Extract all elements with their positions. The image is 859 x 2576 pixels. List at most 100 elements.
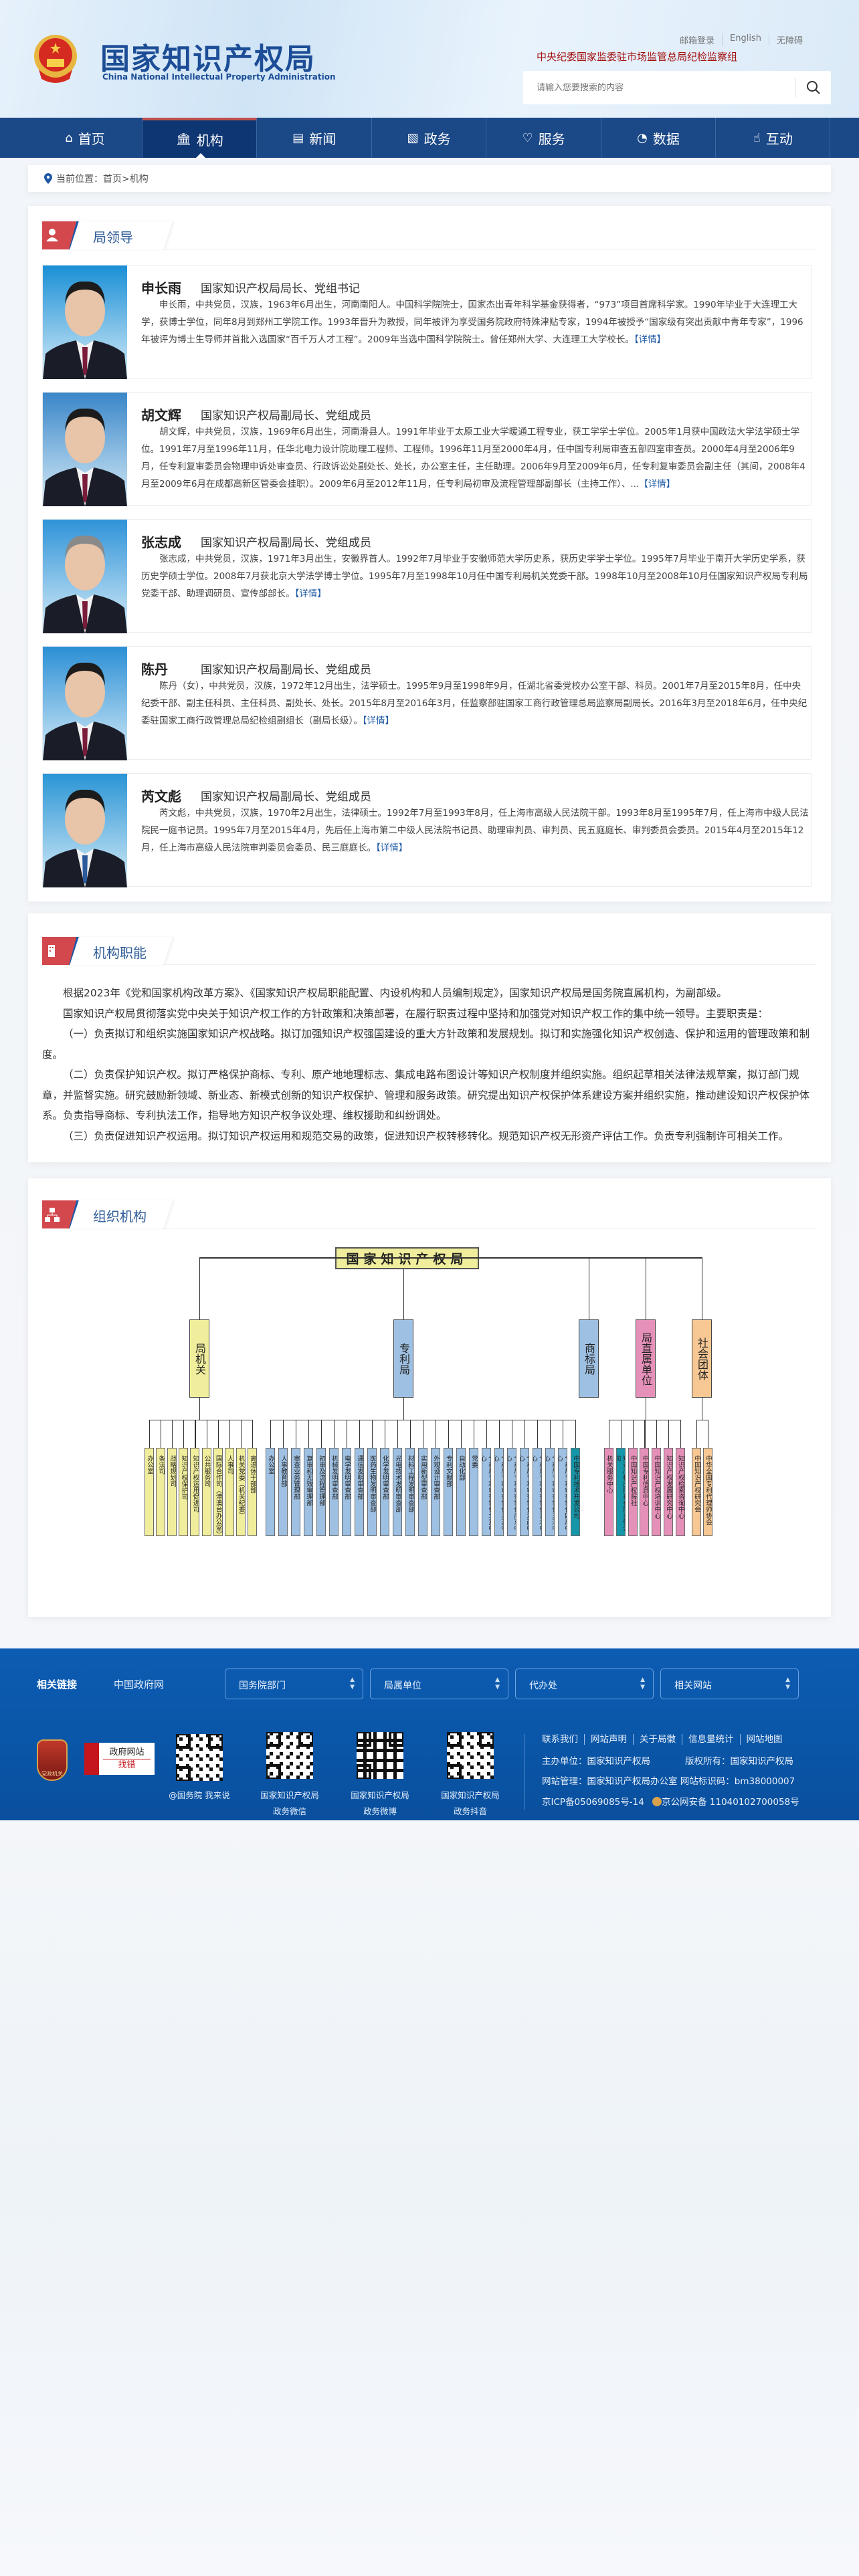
org-root-box[interactable]: 国家知识产权局 <box>335 1247 479 1269</box>
nav-item-1[interactable]: 🏛机构 <box>142 118 258 158</box>
footer-link[interactable]: 网站地图 <box>739 1734 789 1745</box>
footer-link[interactable]: 关于局徽 <box>633 1734 682 1745</box>
search-button[interactable] <box>795 78 831 98</box>
org-leaf-box[interactable]: 办公室 <box>266 1448 275 1536</box>
leader-photo[interactable] <box>43 393 127 506</box>
org-branch-box[interactable]: 专利局 <box>393 1319 413 1398</box>
party-gov-badge[interactable]: 党政机关 <box>37 1739 68 1781</box>
qr-code-icon[interactable] <box>175 1733 224 1782</box>
org-leaf-box[interactable]: 知识产权运用促进司 <box>190 1448 200 1536</box>
footer-select[interactable]: 代办处▲▼ <box>515 1669 654 1699</box>
org-leaf-box[interactable]: 审查业务管理部 <box>291 1448 300 1536</box>
org-leaf-box[interactable]: 专利局专利审查协作江苏中心 <box>494 1448 504 1536</box>
org-leaf-box[interactable]: 知识产权检索咨询中心 <box>675 1448 685 1536</box>
org-leaf-box[interactable]: 复审和无效审理部 <box>304 1448 313 1536</box>
org-leaf-box[interactable]: 通信发明审查部 <box>355 1448 364 1536</box>
org-leaf-box[interactable]: 专利局专利审查协作广东中心 <box>507 1448 516 1536</box>
org-leaf-box[interactable]: 机关服务中心 <box>604 1448 613 1536</box>
org-leaf-box[interactable]: 光电技术发明审查部 <box>393 1448 402 1536</box>
org-leaf-box[interactable]: 办公室 <box>145 1448 154 1536</box>
org-leaf-box[interactable]: 中国知识产权培训中心 <box>652 1448 662 1536</box>
org-leaf-box[interactable]: 机械发明审查部 <box>329 1448 339 1536</box>
org-leaf-box[interactable]: 人事教育部 <box>278 1448 288 1536</box>
org-leaf-box[interactable]: 初审及流程管理部 <box>316 1448 326 1536</box>
org-leaf-box[interactable]: 知识产权发展研究中心 <box>664 1448 673 1536</box>
org-leaf-box[interactable]: 专利局专利审查协作北京中心 <box>482 1448 491 1536</box>
org-leaf-box[interactable]: 中国专利技术开发公司 <box>571 1448 580 1536</box>
leader-name[interactable]: 申长雨 <box>141 280 181 296</box>
institution-icon: 🏛 <box>175 132 191 146</box>
leader-name[interactable]: 张志成 <box>141 534 181 550</box>
leader-photo[interactable] <box>43 647 127 760</box>
nav-item-4[interactable]: ♡服务 <box>487 118 601 158</box>
org-leaf-box[interactable]: 机关党委（机关纪委） <box>235 1448 246 1536</box>
org-leaf-box[interactable]: 知识产权出版社有限责任公司 <box>615 1448 626 1536</box>
leader-photo[interactable] <box>43 265 127 379</box>
org-leaf-box[interactable]: 中国专利信息中心 <box>640 1448 650 1536</box>
breadcrumb-path[interactable]: 首页>机构 <box>103 174 149 185</box>
english-link[interactable]: English <box>722 33 769 46</box>
details-link[interactable]: 【详情】 <box>362 716 394 726</box>
details-link[interactable]: 【详情】 <box>634 334 666 345</box>
org-leaf-box[interactable]: 条法司 <box>156 1448 166 1536</box>
nav-item-2[interactable]: ▤新闻 <box>258 118 372 158</box>
org-leaf-box[interactable]: 党委 <box>469 1448 478 1536</box>
nav-item-5[interactable]: ◔数据 <box>601 118 716 158</box>
org-leaf-box[interactable]: 自动化部 <box>456 1448 466 1536</box>
nav-item-3[interactable]: ▧政务 <box>372 118 487 158</box>
mail-login-link[interactable]: 邮箱登录 <box>680 36 715 46</box>
details-link[interactable]: 【详情】 <box>294 588 326 599</box>
org-leaf-box[interactable]: 专利局专利审查协作河南中心 <box>520 1448 529 1536</box>
gov-link[interactable]: 中国政府网 <box>114 1679 165 1691</box>
org-leaf-box[interactable]: 中国知识产权报社 <box>628 1448 638 1536</box>
leader-name[interactable]: 胡文辉 <box>141 407 181 423</box>
org-leaf-box[interactable]: 专利局专利审查协作湖北中心 <box>533 1448 542 1536</box>
discipline-inspection-link[interactable]: 中央纪委国家监委驻市场监管总局纪检监察组 <box>537 51 738 63</box>
leader-photo[interactable] <box>43 520 127 633</box>
gov-site-error-badge[interactable]: 政府网站找错 <box>84 1743 155 1775</box>
qr-code-icon[interactable] <box>446 1731 495 1780</box>
footer-link[interactable]: 网站声明 <box>584 1734 633 1745</box>
connector-line <box>632 1420 634 1448</box>
org-leaf-box[interactable]: 离退休干部部 <box>247 1448 257 1536</box>
footer-select[interactable]: 国务院部门▲▼ <box>225 1669 363 1699</box>
org-leaf-box[interactable]: 中国知识产权研究会 <box>692 1448 701 1536</box>
footer-link[interactable]: 联系我们 <box>542 1734 578 1745</box>
org-leaf-box[interactable]: 电学发明审查部 <box>342 1448 351 1536</box>
org-leaf-box[interactable]: 化学发明审查部 <box>380 1448 389 1536</box>
org-branch-box[interactable]: 社会团体 <box>692 1319 712 1398</box>
org-branch-box[interactable]: 局直属单位 <box>636 1319 656 1398</box>
site-title[interactable]: 国家知识产权局 <box>100 42 316 76</box>
org-branch-box[interactable]: 局机关 <box>189 1319 209 1398</box>
org-leaf-box[interactable]: 医药生物发明审查部 <box>367 1448 377 1536</box>
org-leaf-box[interactable]: 专利局专利审查协作四川中心 <box>558 1448 567 1536</box>
org-leaf-box[interactable]: 人事司 <box>224 1448 234 1536</box>
org-leaf-box[interactable]: 实用新型审查部 <box>418 1448 427 1536</box>
footer-link[interactable]: 信息量统计 <box>682 1734 740 1745</box>
org-leaf-box[interactable]: 专利局专利审查协作天津中心 <box>545 1448 555 1536</box>
police-record[interactable]: 京公网安备 11040102700058号 <box>662 1797 799 1808</box>
details-link[interactable]: 【详情】 <box>639 479 676 490</box>
accessibility-link[interactable]: 无障碍 <box>768 33 810 46</box>
org-leaf-box[interactable]: 公共服务司 <box>201 1448 211 1536</box>
nav-item-6[interactable]: ☝互动 <box>716 118 831 158</box>
nav-item-0[interactable]: ⌂首页 <box>28 118 142 158</box>
org-leaf-box[interactable]: 知识产权保护司 <box>179 1448 189 1536</box>
org-leaf-box[interactable]: 专利文献部 <box>444 1448 453 1536</box>
qr-code-icon[interactable] <box>265 1731 314 1780</box>
footer-select[interactable]: 局属单位▲▼ <box>370 1669 508 1699</box>
leader-name[interactable]: 芮文彪 <box>141 788 181 804</box>
details-link[interactable]: 【详情】 <box>376 843 408 853</box>
search-input[interactable] <box>523 71 793 104</box>
org-leaf-box[interactable]: 材料工程发明审查部 <box>405 1448 415 1536</box>
org-branch-box[interactable]: 商标局 <box>579 1319 599 1398</box>
org-leaf-box[interactable]: 外观设计审查部 <box>431 1448 440 1536</box>
org-leaf-box[interactable]: 战略规划司 <box>167 1448 177 1536</box>
leader-name[interactable]: 陈丹 <box>141 661 168 677</box>
footer-select[interactable]: 相关网站▲▼ <box>660 1669 799 1699</box>
qr-code-icon[interactable] <box>355 1731 405 1780</box>
org-leaf-box[interactable]: 国际合作司（港澳台办公室） <box>213 1448 223 1536</box>
icp-number[interactable]: 京ICP备05069085号-14 <box>542 1797 644 1808</box>
leader-photo[interactable] <box>43 774 127 887</box>
org-leaf-box[interactable]: 中华全国专利代理师协会 <box>703 1448 712 1536</box>
